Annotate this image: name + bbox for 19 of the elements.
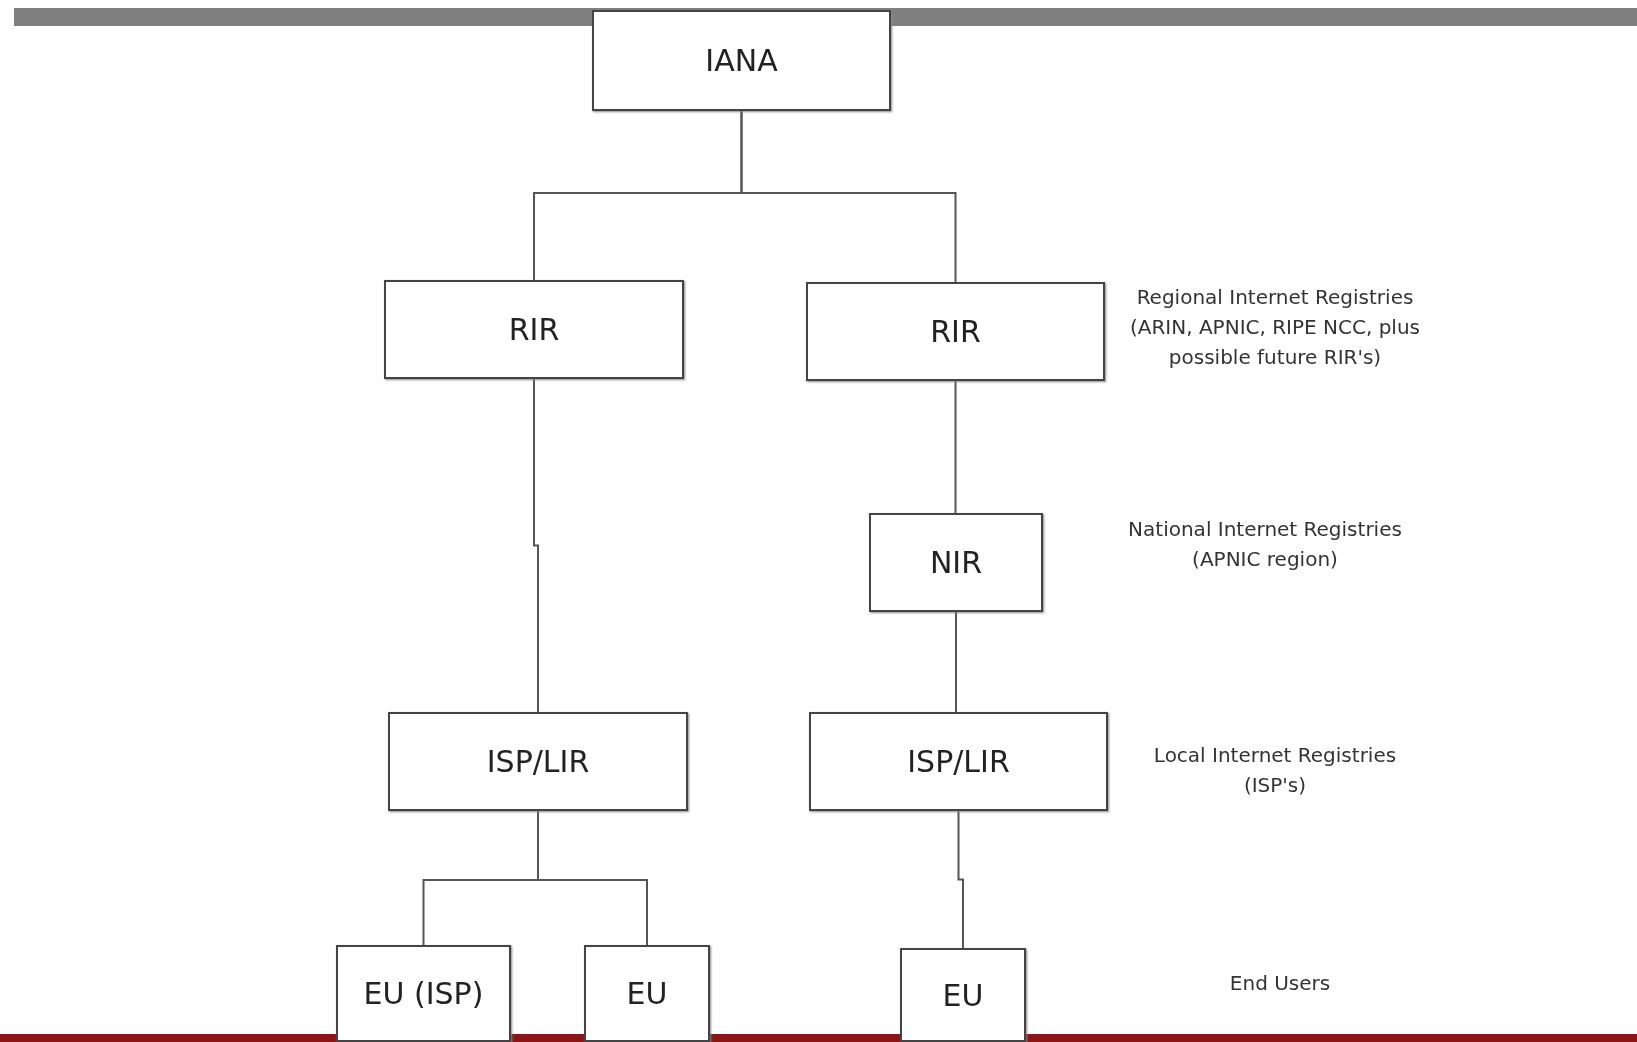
level-label: National Internet Registries (APNIC region): [1127, 516, 1403, 573]
registry-box: RIR: [384, 280, 684, 379]
connector-line: [533, 378, 539, 713]
registry-box: EU (ISP): [336, 945, 511, 1042]
registry-box: ISP/LIR: [809, 712, 1108, 811]
registry-box: ISP/LIR: [388, 712, 688, 811]
connector-line: [954, 380, 957, 514]
registry-box: EU: [900, 948, 1026, 1042]
level-label: Local Internet Registries (ISP's): [1152, 742, 1398, 799]
connector-line: [955, 611, 957, 713]
registry-box: IANA: [592, 10, 891, 111]
registry-box: NIR: [869, 513, 1043, 612]
registry-box: RIR: [806, 282, 1105, 381]
registry-box: EU: [584, 945, 710, 1042]
level-label: Regional Internet Registries (ARIN, APNIC, RIPE NCC, plus possible future RIR's): [1128, 284, 1421, 371]
connector-line: [537, 810, 648, 946]
connector-line: [957, 810, 964, 949]
level-label: End Users: [1228, 970, 1332, 997]
connector-line: [740, 110, 957, 283]
